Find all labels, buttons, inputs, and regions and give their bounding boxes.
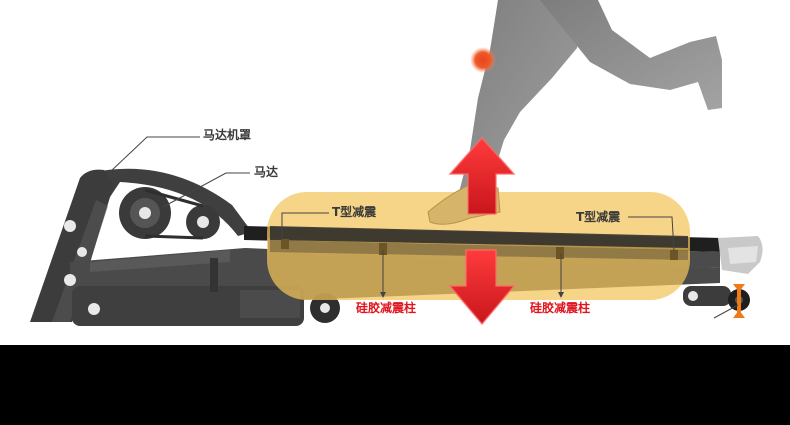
t-damper-markers [281, 239, 678, 260]
knee-marker [470, 47, 496, 73]
bottom-black-band [0, 345, 790, 425]
diagram-illustration [30, 0, 763, 326]
leader-arrowheads [380, 292, 564, 298]
front-wheel [310, 293, 340, 323]
rear-end-cap [683, 236, 763, 311]
label-silicone-column-left: 硅胶减震柱 [356, 301, 417, 315]
impact-arrow-up [448, 136, 516, 215]
label-motor-cover: 马达机罩 [203, 128, 252, 142]
label-silicone-column-right: 硅胶减震柱 [530, 301, 591, 315]
label-t-damper-right: T型减震 [576, 210, 621, 224]
motor-pulley [119, 187, 220, 240]
frame-holes [64, 220, 100, 315]
label-motor: 马达 [254, 165, 279, 179]
impact-arrow-down [448, 249, 516, 326]
label-t-damper-left: T型减震 [332, 205, 377, 219]
rear-damper-arrows [733, 284, 745, 318]
motor-cover-housing [30, 168, 252, 322]
leader-lines [109, 136, 739, 319]
